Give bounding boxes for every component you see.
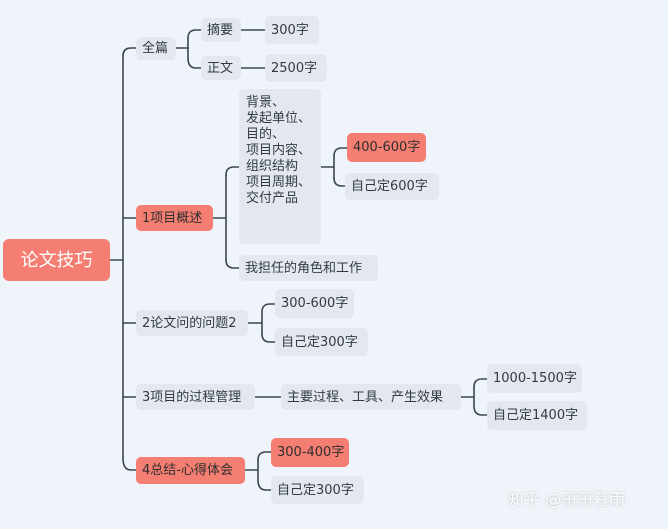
node-background-words-self[interactable]: 自己定600字: [345, 173, 439, 200]
node-process-words-self[interactable]: 自己定1400字: [487, 401, 587, 430]
node-summary-words-self[interactable]: 自己定300字: [271, 476, 364, 504]
node-question-words-range[interactable]: 300-600字: [275, 289, 354, 318]
background-line: 背景、: [246, 95, 286, 110]
watermark-text: 知乎 @萧萧暮雨: [508, 490, 626, 509]
node-body[interactable]: 正文: [201, 56, 241, 80]
node-body-words[interactable]: 2500字: [265, 54, 327, 82]
background-line: 组织结构: [246, 159, 299, 174]
node-role-and-work[interactable]: 我担任的角色和工作: [239, 255, 378, 281]
node-background-words-range[interactable]: 400-600字: [347, 133, 426, 162]
root-node[interactable]: 论文技巧: [3, 239, 110, 281]
background-line: 目的、: [246, 127, 286, 142]
node-process-management[interactable]: 3项目的过程管理: [136, 384, 255, 410]
node-question-words-self[interactable]: 自己定300字: [275, 328, 368, 356]
background-line: 项目内容、: [246, 143, 312, 158]
node-paper-question[interactable]: 2论文问的问题2: [136, 310, 248, 336]
node-summary-words-range[interactable]: 300-400字: [271, 438, 349, 467]
background-line: 发起单位、: [246, 111, 312, 126]
node-abstract[interactable]: 摘要: [201, 18, 241, 42]
background-line: 交付产品: [246, 191, 299, 206]
node-project-overview[interactable]: 1项目概述: [136, 205, 213, 231]
node-process-words-range[interactable]: 1000-1500字: [487, 364, 582, 393]
background-line: 项目周期、: [246, 175, 312, 190]
node-full-article[interactable]: 全篇: [136, 37, 176, 60]
node-summary[interactable]: 4总结-心得体会: [136, 457, 245, 484]
node-main-process[interactable]: 主要过程、工具、产生效果: [281, 384, 461, 410]
node-background-details[interactable]: 背景、 发起单位、 目的、 项目内容、 组织结构 项目周期、 交付产品: [239, 89, 321, 244]
node-abstract-words[interactable]: 300字: [265, 16, 319, 44]
